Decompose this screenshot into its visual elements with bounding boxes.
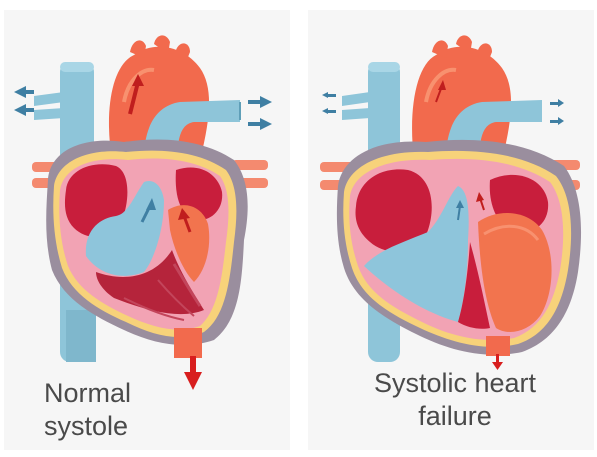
panel-normal-systole: Normal systole [4,10,290,450]
pulmonary-outflow-arrow-icon [260,118,272,130]
caption-normal-systole: Normal systole [22,377,234,443]
outflow-arrow-icon [322,108,328,114]
outflow-arrow-icon [322,92,328,98]
pulmonary-outflow-arrow-icon [558,117,564,125]
pulmonary-outflow-arrow-icon [558,99,564,107]
pulmonary-outflow-arrow-icon [260,96,272,108]
caption-systolic-heart-failure: Systolic heart failure [330,367,580,433]
